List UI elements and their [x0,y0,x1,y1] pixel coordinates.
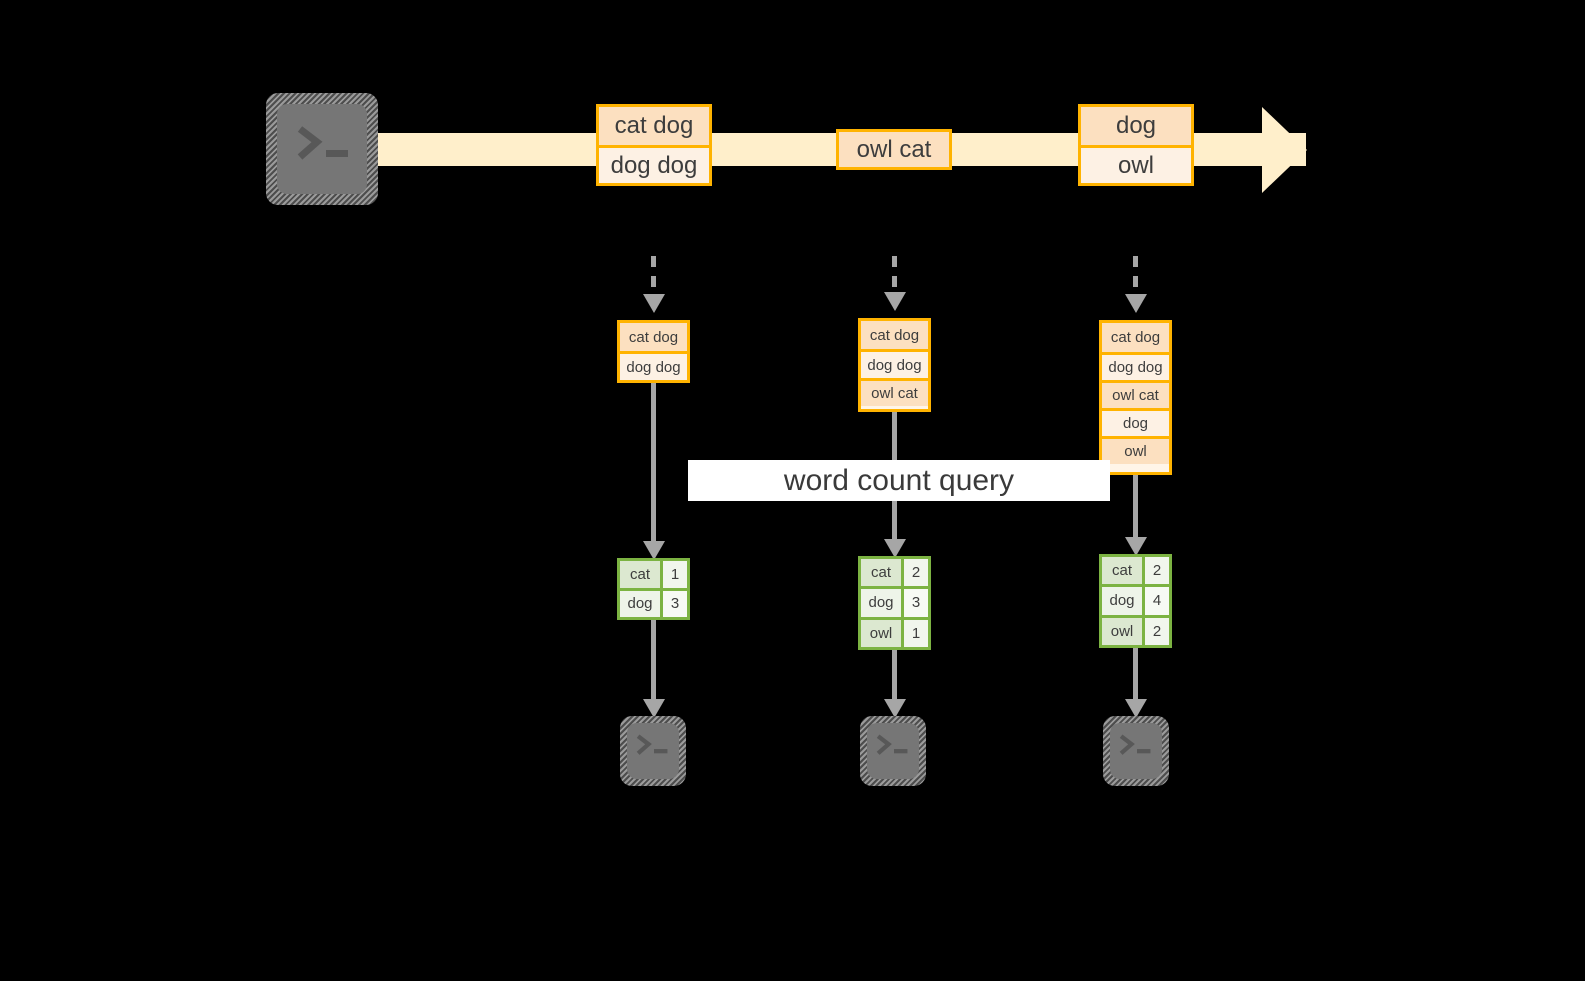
connector-arrowhead [884,292,906,311]
snapshot-line: owl cat [861,378,928,406]
snapshot-line: dog dog [861,349,928,378]
count-cell: 2 [1142,557,1169,585]
source-terminal-icon[interactable] [266,93,378,205]
table-row: dog 4 [1102,584,1169,615]
word-cell: cat [1102,557,1142,585]
result-table[interactable]: cat 2 dog 3 owl 1 [858,556,931,650]
snapshot-record-list[interactable]: cat dog dog dog owl cat dog owl [1099,320,1172,475]
result-to-sink-connector [1133,648,1138,700]
connector-arrowhead [1125,699,1147,718]
word-cell: dog [861,589,901,617]
terminal-face [277,104,367,194]
query-label: word count query [688,460,1110,501]
stream-arrowhead [1262,107,1307,193]
snapshot-line: dog dog [620,351,687,380]
result-table[interactable]: cat 1 dog 3 [617,558,690,620]
word-cell: dog [620,590,660,617]
connector-arrowhead [1125,537,1147,556]
count-cell: 3 [660,590,687,617]
result-table[interactable]: cat 2 dog 4 owl 2 [1099,554,1172,648]
snapshot-record-list[interactable]: cat dog dog dog owl cat [858,318,931,412]
record-line: cat dog [599,107,709,145]
snapshot-to-result-connector [651,383,656,543]
table-row: dog 3 [620,587,687,617]
snapshot-record-list[interactable]: cat dog dog dog [617,320,690,383]
connector-arrowhead [643,294,665,313]
table-row: owl 1 [861,616,928,647]
table-row: cat 1 [620,561,687,588]
terminal-face [867,723,919,779]
word-cell: owl [861,619,901,647]
terminal-prompt-icon [876,734,908,755]
connector-arrowhead [884,539,906,558]
word-cell: dog [1102,587,1142,615]
record-line: dog dog [599,145,709,183]
terminal-face [627,723,679,779]
count-cell: 1 [660,561,687,588]
snapshot-line: owl [1102,436,1169,464]
stream-to-snapshot-connector [651,256,656,294]
connector-arrowhead [1125,294,1147,313]
record-line: owl [1081,145,1191,183]
result-to-sink-connector [651,620,656,700]
terminal-prompt-icon [1119,734,1151,755]
sink-terminal-icon[interactable] [860,716,926,786]
sink-terminal-icon[interactable] [620,716,686,786]
count-cell: 1 [901,619,928,647]
result-to-sink-connector [892,650,897,700]
count-cell: 2 [1142,617,1169,645]
snapshot-line: dog dog [1102,352,1169,380]
snapshot-to-result-connector [1133,475,1138,538]
word-cell: cat [861,559,901,587]
snapshot-line: cat dog [1102,323,1169,352]
connector-arrowhead [884,699,906,718]
snapshot-line: dog [1102,408,1169,436]
stream-to-snapshot-connector [1133,256,1138,294]
count-cell: 2 [901,559,928,587]
sink-terminal-icon[interactable] [1103,716,1169,786]
stream-to-snapshot-connector [892,256,897,292]
count-cell: 4 [1142,587,1169,615]
record-line: dog [1081,107,1191,145]
stream-record[interactable]: dog owl [1078,104,1194,186]
terminal-prompt-icon [297,126,348,160]
stream-record[interactable]: owl cat [836,129,952,170]
count-cell: 3 [901,589,928,617]
word-cell: cat [620,561,660,588]
terminal-face [1110,723,1162,779]
connector-arrowhead [643,541,665,560]
table-row: dog 3 [861,586,928,617]
snapshot-line: cat dog [861,321,928,349]
table-row: cat 2 [1102,557,1169,585]
snapshot-line: cat dog [620,323,687,351]
stream-record[interactable]: cat dog dog dog [596,104,712,186]
snapshot-line: owl cat [1102,380,1169,408]
record-line: owl cat [839,132,949,167]
terminal-prompt-icon [636,734,668,755]
word-cell: owl [1102,617,1142,645]
table-row: owl 2 [1102,614,1169,645]
connector-arrowhead [643,699,665,718]
table-row: cat 2 [861,559,928,587]
